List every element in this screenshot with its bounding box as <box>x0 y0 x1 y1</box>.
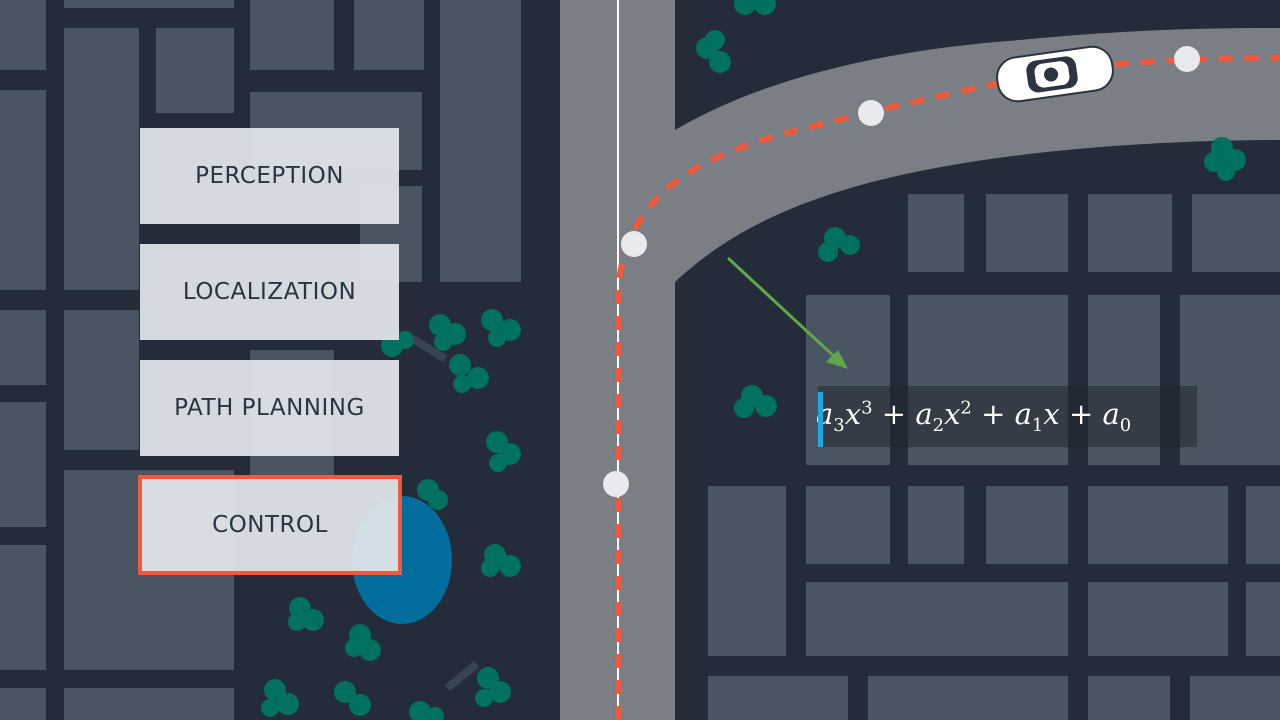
planned-path <box>615 55 1280 720</box>
formula-term: a1x + <box>1014 397 1094 436</box>
stage-label: CONTROL <box>212 512 328 538</box>
waypoint-icon <box>858 100 884 126</box>
tree-icon <box>734 0 776 15</box>
formula-term: a2x2 + <box>915 397 1006 436</box>
waypoint-icon <box>603 471 629 497</box>
stage-localization: LOCALIZATION <box>140 244 399 340</box>
waypoints <box>603 46 1200 497</box>
tree-icon <box>734 385 777 418</box>
tree-icon <box>449 354 489 393</box>
stage-path-planning: PATH PLANNING <box>140 360 399 456</box>
trees <box>261 0 1246 720</box>
polynomial-formula: a3x3 + a2x2 + a1x + a0 <box>816 397 1131 436</box>
car-icon <box>996 45 1114 103</box>
waypoint-icon <box>1174 46 1200 72</box>
stage-label: PERCEPTION <box>195 163 344 189</box>
tree-icon <box>345 624 381 661</box>
tree-icon <box>475 667 511 707</box>
stage-label: PATH PLANNING <box>174 395 365 421</box>
tree-icon <box>334 681 371 716</box>
tree-icon <box>486 431 521 472</box>
tree-icon <box>409 701 444 720</box>
formula-term: a3x3 + <box>816 397 907 436</box>
stage-control: CONTROL <box>138 475 402 575</box>
tree-icon <box>381 331 414 357</box>
tree-icon <box>481 309 521 347</box>
tree-icon <box>417 479 448 510</box>
arrow-icon <box>726 256 848 369</box>
formula-term: a0 <box>1102 397 1132 436</box>
tree-icon <box>261 679 299 717</box>
tree-icon <box>429 314 466 351</box>
stage-perception: PERCEPTION <box>140 128 399 224</box>
waypoint-icon <box>621 231 647 257</box>
tree-icon <box>818 227 860 262</box>
formula-accent-bar <box>818 392 823 447</box>
stage-label: LOCALIZATION <box>182 279 357 305</box>
tree-icon <box>696 30 731 73</box>
tree-icon <box>481 544 521 577</box>
polynomial-formula-box: a3x3 + a2x2 + a1x + a0 <box>816 386 1197 447</box>
tree-icon <box>1204 137 1246 181</box>
tree-icon <box>288 597 324 631</box>
